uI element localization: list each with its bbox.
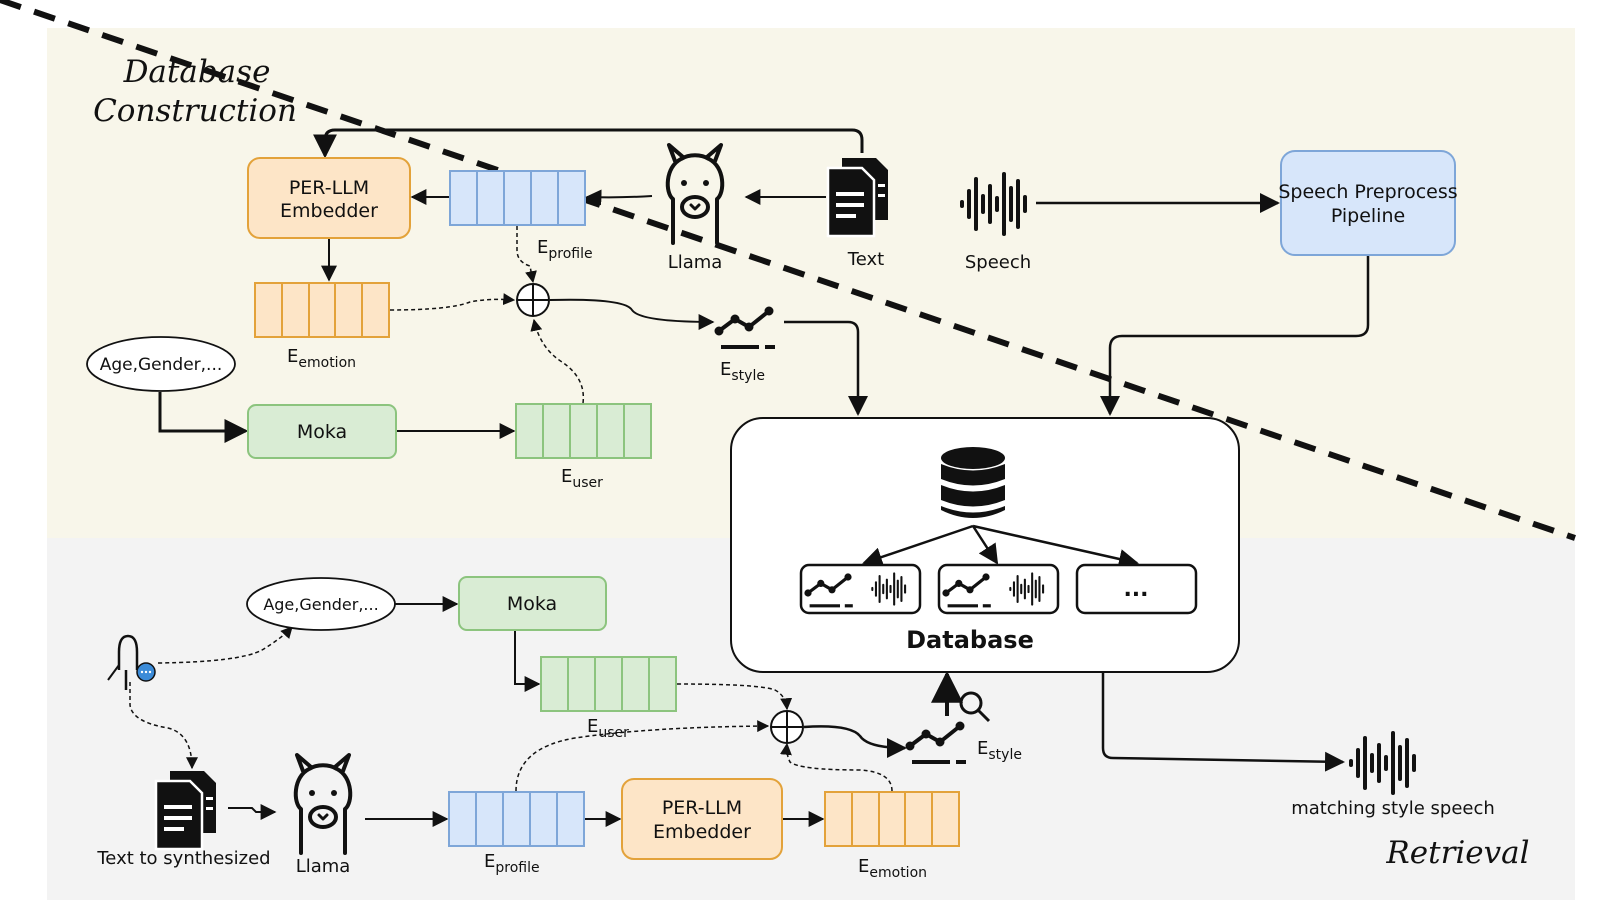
svg-text:Embedder: Embedder	[280, 200, 378, 222]
fusion-plus-top	[516, 283, 550, 317]
user-to-fusion-bottom-dashed	[676, 683, 793, 711]
llama-label-top: Llama	[668, 252, 723, 273]
per-llm-embedder-bottom: PER-LLM Embedder	[621, 778, 783, 860]
db-branch-right	[972, 524, 1139, 569]
fusion-to-style-bottom-arrow	[803, 725, 907, 758]
fusion-plus-bottom	[770, 710, 804, 744]
e-user-label-top: Euser	[561, 466, 603, 491]
e-emotion-label-top: Eemotion	[287, 346, 356, 371]
text-to-embedder-arrow	[313, 128, 864, 159]
speech-preprocess-pipeline: Speech Preprocess Pipeline	[1278, 150, 1458, 256]
moka-bottom: Moka	[458, 576, 607, 631]
e-style-label-bottom: Estyle	[977, 738, 1022, 763]
database-label: Database	[906, 626, 1034, 654]
moka-to-user-bottom-arrow	[514, 631, 541, 692]
profile-to-fusion-dashed	[516, 226, 537, 284]
svg-text:Pipeline: Pipeline	[1331, 205, 1405, 227]
text-to-llama-bottom-arrow	[228, 804, 277, 820]
emotion-to-fusion-dashed	[389, 293, 516, 311]
database-to-matching-arrow	[1101, 673, 1345, 772]
llama-label-bottom: Llama	[296, 856, 351, 877]
e-profile-vector-bottom	[448, 791, 585, 847]
speech-label: Speech	[965, 252, 1031, 273]
construction-title: Database	[123, 54, 271, 90]
svg-text:Moka: Moka	[297, 421, 347, 443]
text-to-synthesize-label: Text to synthesized	[96, 848, 270, 869]
profile-to-fusion-bottom-dashed	[515, 720, 770, 792]
style-to-database-arrow	[784, 320, 868, 416]
user-avatar-icon	[107, 634, 156, 690]
e-emotion-vector-top	[254, 282, 390, 338]
fusion-to-style-arrow	[549, 298, 715, 330]
retrieval-title: Retrieval	[1385, 835, 1529, 871]
svg-text:Speech Preprocess: Speech Preprocess	[1278, 181, 1457, 203]
e-style-label-top: Estyle	[720, 359, 765, 384]
user-to-fusion-dashed	[530, 318, 585, 404]
svg-text:Moka: Moka	[507, 593, 557, 615]
svg-text:PER-LLM: PER-LLM	[662, 797, 742, 819]
svg-text:Embedder: Embedder	[653, 821, 751, 843]
section-divider	[0, 0, 1576, 541]
attributes-to-moka-arrow	[158, 392, 249, 443]
svg-text:Age,Gender,...: Age,Gender,...	[263, 595, 378, 614]
user-to-attributes-dashed	[157, 626, 293, 664]
moka-top: Moka	[247, 404, 397, 459]
user-to-text-dashed	[129, 682, 198, 770]
attributes-ellipse-bottom: Age,Gender,...	[246, 577, 396, 631]
db-entry-1	[799, 563, 922, 615]
magnifier-icon	[959, 691, 991, 723]
construction-title-line2: Construction	[93, 93, 297, 129]
matching-speech-label: matching style speech	[1291, 798, 1495, 819]
e-user-vector-top	[515, 403, 652, 459]
svg-text:PER-LLM: PER-LLM	[289, 177, 369, 199]
per-llm-embedder-top: PER-LLM Embedder	[247, 157, 411, 239]
attributes-ellipse-top: Age,Gender,...	[86, 336, 236, 392]
database-cylinder-icon	[941, 447, 1005, 518]
db-branch-left	[862, 524, 974, 567]
e-emotion-vector-bottom	[824, 791, 960, 847]
emotion-to-fusion-bottom-dashed	[779, 742, 893, 792]
svg-text:...: ...	[1123, 577, 1148, 602]
text-label: Text	[847, 249, 884, 270]
pipeline-to-database-arrow	[1100, 256, 1370, 416]
e-profile-vector-top	[449, 170, 586, 226]
e-user-vector-bottom	[540, 656, 677, 712]
db-entry-more: ...	[1075, 563, 1198, 615]
svg-text:Age,Gender,...: Age,Gender,...	[100, 355, 223, 375]
db-branch-middle	[971, 525, 999, 565]
e-profile-label-bottom: Eprofile	[484, 851, 540, 876]
e-emotion-label-bottom: Eemotion	[858, 856, 927, 881]
db-entry-2	[937, 563, 1060, 615]
llama-to-profile-arrow	[585, 189, 653, 206]
e-profile-label-top: Eprofile	[537, 237, 593, 262]
